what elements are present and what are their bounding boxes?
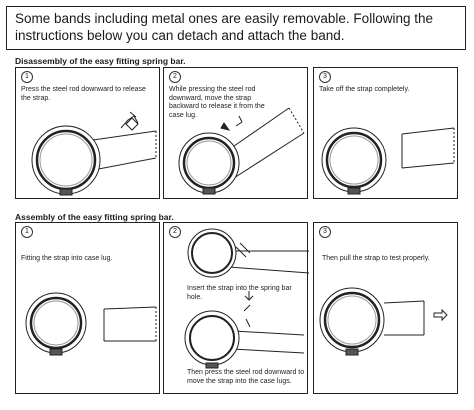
step-number: 2 bbox=[169, 71, 181, 83]
watch-illustration bbox=[16, 223, 161, 395]
step-number: 2 bbox=[169, 226, 181, 238]
step-number: 1 bbox=[21, 226, 33, 238]
step-number: 3 bbox=[319, 226, 331, 238]
arrow-right-icon bbox=[434, 310, 447, 320]
step-text: Take off the strap completely. bbox=[319, 86, 410, 93]
step-number: 3 bbox=[319, 71, 331, 83]
assembly-title: Assembly of the easy fitting spring bar. bbox=[15, 212, 174, 222]
assembly-step-3: 3 Then pull the strap to test properly. bbox=[313, 222, 458, 394]
watch-illustration bbox=[16, 68, 161, 200]
disassembly-step-1: 1 Press the steel rod downward to releas… bbox=[15, 67, 160, 199]
step-text: Insert the strap into the spring bar hol… bbox=[187, 285, 292, 301]
step-text: Press the steel rod downward to release … bbox=[21, 86, 146, 102]
watch-illustration bbox=[314, 223, 459, 395]
watch-illustration bbox=[164, 223, 309, 395]
watch-illustration bbox=[314, 68, 459, 200]
step-text-2: Then press the steel rod downward to mov… bbox=[187, 369, 305, 385]
intro-text: Some bands including metal ones are easi… bbox=[15, 11, 433, 43]
step-text: Fitting the strap into case lug. bbox=[21, 255, 113, 262]
disassembly-step-2: 2 While pressing the steel rod downward,… bbox=[163, 67, 308, 199]
intro-box: Some bands including metal ones are easi… bbox=[6, 6, 466, 50]
assembly-step-1: 1 Fitting the strap into case lug. bbox=[15, 222, 160, 394]
step-text: While pressing the steel rod downward, m… bbox=[169, 86, 265, 119]
disassembly-title: Disassembly of the easy fitting spring b… bbox=[15, 56, 186, 66]
assembly-step-2: 2 Insert the strap into the spring bar h… bbox=[163, 222, 308, 394]
disassembly-step-3: 3 Take off the strap completely. bbox=[313, 67, 458, 199]
step-number: 1 bbox=[21, 71, 33, 83]
watch-illustration bbox=[164, 68, 309, 200]
step-text: Then pull the strap to test properly. bbox=[322, 255, 430, 262]
